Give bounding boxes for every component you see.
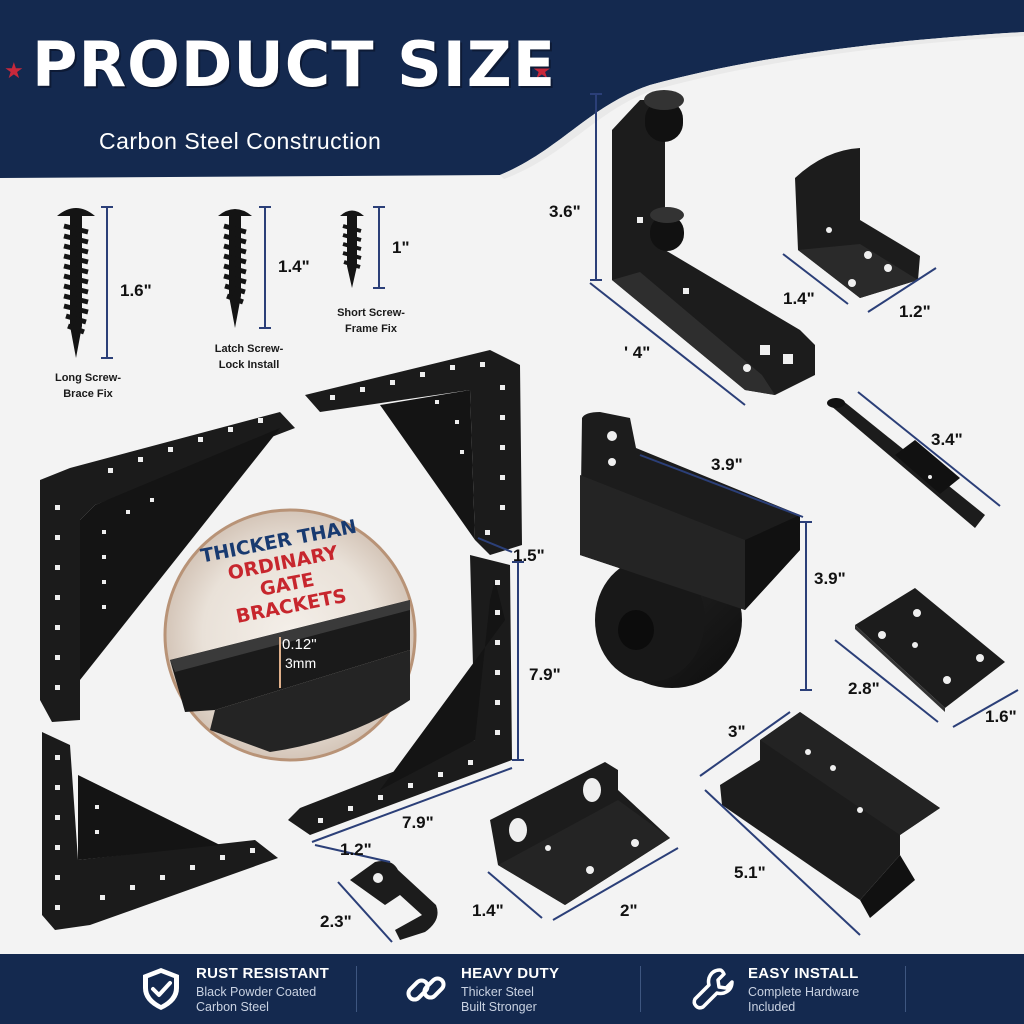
feature-line: Carbon Steel	[196, 1000, 269, 1014]
bolt-length-label: 3.4"	[931, 430, 963, 449]
header-banner	[0, 0, 1024, 178]
hinge-dim-lines	[589, 93, 746, 406]
gate-wheel	[580, 412, 800, 688]
small-bracket-depth-label: 1.2"	[899, 302, 931, 321]
latch-bolt	[827, 398, 985, 528]
header-star-right-icon: ★	[532, 58, 552, 83]
plate-width-label: 1.6"	[985, 707, 1017, 726]
long-screw	[57, 208, 95, 358]
hinge-height-label: 3.6"	[549, 202, 581, 221]
corner-brace-bottom-left	[42, 732, 278, 930]
long-screw-caption: Long Screw-Brace Fix	[54, 372, 121, 400]
feature-title: RUST RESISTANT	[196, 965, 330, 982]
thickness-callout-lens	[163, 508, 417, 762]
hinge-length-label: ' 4"	[624, 343, 651, 362]
brace-height-label: 7.9"	[529, 665, 561, 684]
feature-rust-resistant: RUST RESISTANT Black Powder Coated Carbo…	[138, 964, 358, 1014]
z-bracket	[720, 712, 940, 918]
wrench-icon	[692, 968, 734, 1010]
feature-heavy-duty: HEAVY DUTY Thicker Steel Built Stronger	[403, 964, 613, 1014]
l-bracket-slotted	[490, 762, 670, 905]
long-screw-dim-line	[101, 206, 113, 359]
page-title: PRODUCT SIZE	[32, 28, 557, 101]
corner-brace-bottom-right	[288, 555, 512, 835]
plate-length-label: 2.8"	[848, 679, 880, 698]
divider	[640, 966, 641, 1012]
brace-width-label: 1.5"	[513, 546, 545, 565]
gate-hook	[350, 861, 438, 940]
lbracket-height-label: 1.4"	[472, 901, 504, 920]
mounting-plate	[855, 588, 1005, 712]
thickness-mm: 3mm	[285, 655, 317, 671]
small-bracket-width-label: 1.4"	[783, 289, 815, 308]
feature-line: Complete Hardware	[748, 985, 860, 999]
feature-footer: RUST RESISTANT Black Powder Coated Carbo…	[0, 954, 1024, 1024]
wheel-height-label: 3.9"	[814, 569, 846, 588]
feature-line: Black Powder Coated	[196, 985, 317, 999]
small-corner-bracket	[795, 148, 920, 298]
page-subtitle: Carbon Steel Construction	[99, 128, 382, 154]
feature-easy-install: EASY INSTALL Complete Hardware Included	[690, 964, 910, 1014]
short-screw-caption: Short Screw-Frame Fix	[337, 307, 405, 335]
hinge-bracket	[612, 90, 815, 395]
short-screw-dim-line	[373, 206, 385, 289]
divider	[905, 966, 906, 1012]
feature-title: EASY INSTALL	[748, 965, 859, 982]
feature-line: Built Stronger	[461, 1000, 537, 1014]
chain-link-icon	[406, 976, 446, 1002]
divider	[356, 966, 357, 1012]
brace-bottom-label: 7.9"	[402, 813, 434, 832]
hook-height-label: 2.3"	[320, 912, 352, 931]
latch-screw-dim-line	[259, 206, 271, 329]
feature-line: Thicker Steel	[461, 985, 534, 999]
corner-brace-top-right	[305, 350, 522, 555]
feature-line: Included	[748, 1000, 796, 1014]
hook-width-label: 1.2"	[340, 840, 372, 859]
lbracket-length-label: 2"	[620, 901, 638, 920]
latch-screw-size: 1.4"	[278, 257, 310, 276]
feature-title: HEAVY DUTY	[461, 965, 560, 982]
long-screw-size: 1.6"	[120, 281, 152, 300]
short-screw-size: 1"	[392, 238, 410, 257]
latch-screw-caption: Latch Screw-Lock Install	[214, 343, 284, 371]
wheel-length-label: 3.9"	[711, 455, 743, 474]
z-bracket-length-label: 5.1"	[734, 863, 766, 882]
header-star-left-icon: ★	[4, 58, 24, 83]
corner-brace-top-left	[40, 412, 295, 722]
z-bracket-width-label: 3"	[728, 722, 746, 741]
thickness-inches: 0.12"	[282, 636, 317, 653]
latch-screw	[218, 209, 252, 328]
short-screw	[340, 210, 364, 288]
shield-check-icon	[143, 968, 179, 1010]
